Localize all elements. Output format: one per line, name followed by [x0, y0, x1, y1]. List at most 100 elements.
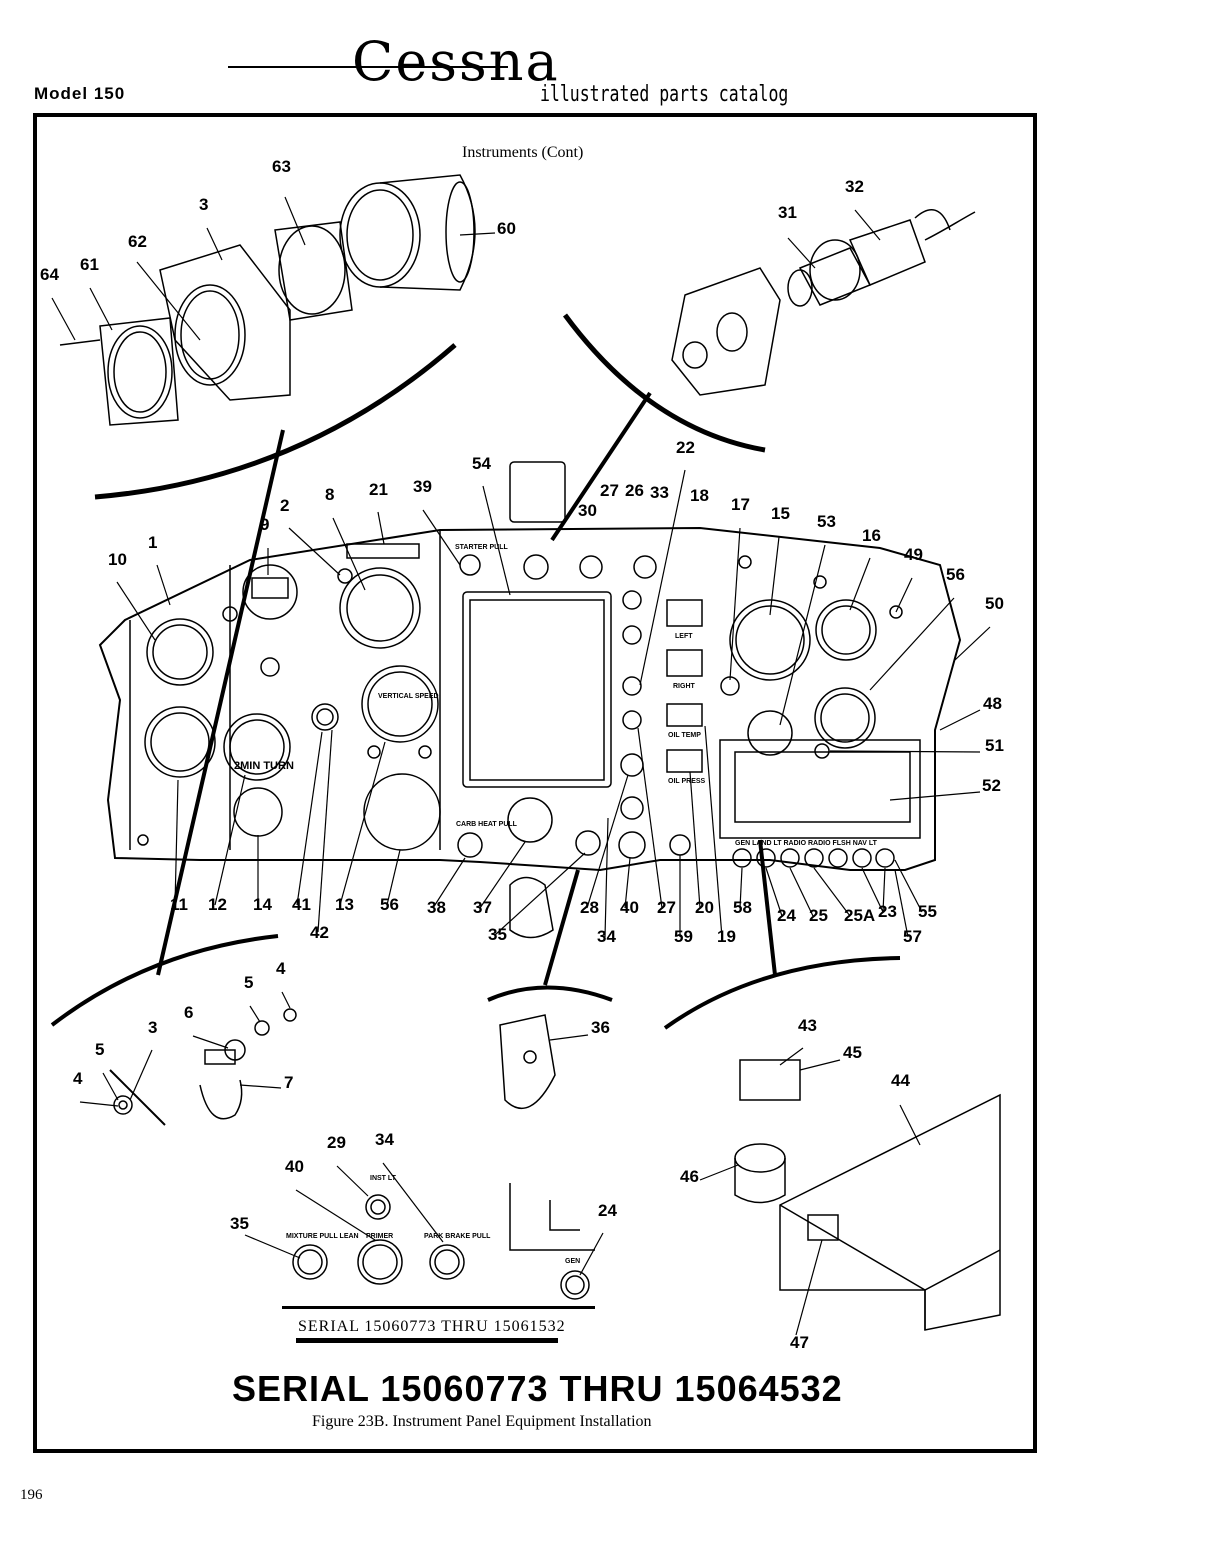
mixture-knob — [575, 830, 601, 856]
serial-rule-top — [282, 1306, 595, 1309]
carb-heat-knob — [457, 832, 483, 858]
callout-43: 43 — [798, 1016, 817, 1035]
callout-34: 34 — [375, 1130, 394, 1149]
callout-19: 19 — [717, 927, 736, 946]
gauge-airspeed — [146, 618, 214, 686]
label-starter: STARTER PULL — [455, 544, 508, 551]
callout-45: 45 — [843, 1043, 862, 1062]
callout-4: 4 — [73, 1069, 83, 1088]
callout-40: 40 — [285, 1157, 304, 1176]
callout-21: 21 — [369, 480, 388, 499]
callout-42: 42 — [310, 923, 329, 942]
callout-51: 51 — [985, 736, 1004, 755]
callout-56: 56 — [380, 895, 399, 914]
callout-30: 30 — [578, 501, 597, 520]
callout-22: 22 — [676, 438, 695, 457]
oil-press-gauge — [666, 749, 703, 773]
label-oil-temp: OIL TEMP — [668, 732, 701, 739]
callout-57: 57 — [903, 927, 922, 946]
leader-right-lower — [758, 839, 777, 976]
break-arc-lower-left — [50, 934, 279, 1027]
detail-switches — [292, 1183, 595, 1300]
callout-7: 7 — [284, 1073, 293, 1092]
callout-52: 52 — [982, 776, 1001, 795]
operations-placard — [719, 739, 921, 839]
callout-15: 15 — [771, 504, 790, 523]
callout-41: 41 — [292, 895, 311, 914]
label-inst-lt: INST LT — [370, 1175, 397, 1182]
callout-23: 23 — [878, 902, 897, 921]
cabin-heat-knob — [633, 555, 657, 579]
landing-lights-switch — [622, 590, 642, 610]
radio-speaker-grille — [462, 591, 612, 788]
callout-leaders — [51, 196, 991, 1336]
callout-63: 63 — [272, 157, 291, 176]
model-label: Model 150 — [34, 84, 126, 103]
callout-59: 59 — [674, 927, 693, 946]
callout-3: 3 — [148, 1018, 157, 1037]
callout-44: 44 — [891, 1071, 910, 1090]
callout-64: 64 — [40, 265, 59, 284]
ignition-switch — [620, 753, 644, 777]
callout-18: 18 — [690, 486, 709, 505]
serial-rule-bottom — [296, 1338, 558, 1343]
fuel-gauge-right — [666, 649, 703, 677]
callout-25: 25 — [809, 906, 828, 925]
callout-32: 32 — [845, 177, 864, 196]
callout-55: 55 — [918, 902, 937, 921]
break-arc-lower-mid — [487, 985, 613, 1002]
callout-24: 24 — [777, 906, 796, 925]
callout-24: 24 — [598, 1201, 617, 1220]
callout-28: 28 — [580, 898, 599, 917]
break-arc-upper-left — [94, 343, 457, 500]
break-arc-upper-right — [562, 313, 766, 453]
detail-clip-36 — [499, 1014, 556, 1110]
exploded-gauge-upper-left — [59, 174, 476, 426]
gauge-suction — [233, 787, 283, 837]
label-primer: PRIMER — [366, 1233, 393, 1240]
callout-56: 56 — [946, 565, 965, 584]
callout-2: 2 — [280, 496, 289, 515]
serial-note: SERIAL 15060773 THRU 15061532 — [298, 1318, 566, 1335]
callout-4: 4 — [276, 959, 286, 978]
callout-29: 29 — [327, 1133, 346, 1152]
callout-58: 58 — [733, 898, 752, 917]
cessna-logo: Cessna — [352, 30, 560, 93]
callout-27: 27 — [600, 481, 619, 500]
gauge-16 — [815, 599, 877, 661]
leader-right — [550, 391, 652, 542]
callout-26: 26 — [625, 481, 644, 500]
callout-13: 13 — [335, 895, 354, 914]
throttle-body — [509, 876, 554, 939]
callout-46: 46 — [680, 1167, 699, 1186]
page-number: 196 — [20, 1487, 43, 1503]
callout-12: 12 — [208, 895, 227, 914]
leader-mid — [543, 869, 580, 986]
callout-48: 48 — [983, 694, 1002, 713]
gauge-altimeter — [144, 706, 216, 778]
compass-bracket — [346, 543, 420, 559]
catalog-title: illustrated parts catalog — [540, 82, 789, 107]
label-carb-heat: CARB HEAT PULL — [456, 821, 518, 828]
callout-16: 16 — [862, 526, 881, 545]
tachometer — [729, 599, 811, 681]
callout-8: 8 — [325, 485, 334, 504]
callout-3: 3 — [199, 195, 208, 214]
callout-11: 11 — [170, 895, 188, 914]
figure-frame — [33, 113, 1037, 1453]
header-rule — [228, 66, 508, 68]
callout-61: 61 — [80, 255, 99, 274]
primer-knob — [618, 831, 646, 859]
gauge-vertical-speed — [361, 665, 439, 743]
callout-36: 36 — [591, 1018, 610, 1037]
callout-39: 39 — [413, 477, 432, 496]
label-gen: GEN — [565, 1258, 580, 1265]
oil-temp-gauge — [666, 703, 703, 727]
rot-beacon-switch — [622, 625, 642, 645]
label-park-brake: PARK BRAKE PULL — [424, 1233, 491, 1240]
callout-53: 53 — [817, 512, 836, 531]
gauge-attitude — [339, 567, 421, 649]
callout-17: 17 — [731, 495, 750, 514]
